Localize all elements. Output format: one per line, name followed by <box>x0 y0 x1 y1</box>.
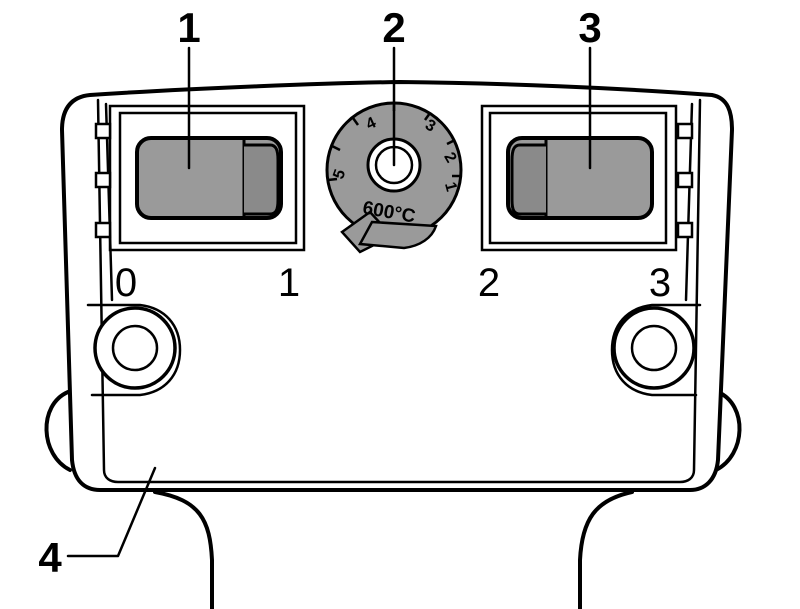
callout-leaders <box>66 46 592 558</box>
dial-scale-1: 1 <box>441 180 460 193</box>
position-label-2: 2 <box>478 261 500 305</box>
right-rocker-switch[interactable] <box>480 104 678 252</box>
right-round-button[interactable] <box>610 303 702 397</box>
position-label-0: 0 <box>115 261 137 305</box>
callout-3: 3 <box>578 4 601 51</box>
right-indicator-marks <box>676 122 694 239</box>
position-label-1: 1 <box>278 261 300 305</box>
left-indicator-marks <box>94 122 112 239</box>
position-label-3: 3 <box>649 261 671 305</box>
temperature-dial[interactable]: 5 4 3 2 1 600°C <box>325 101 463 254</box>
callout-1: 1 <box>177 4 200 51</box>
handle <box>153 490 634 609</box>
callout-2: 2 <box>382 4 405 51</box>
callout-4: 4 <box>38 534 62 581</box>
side-grip-left <box>44 390 72 472</box>
left-round-button[interactable] <box>86 303 182 397</box>
left-rocker-switch[interactable] <box>108 104 306 252</box>
